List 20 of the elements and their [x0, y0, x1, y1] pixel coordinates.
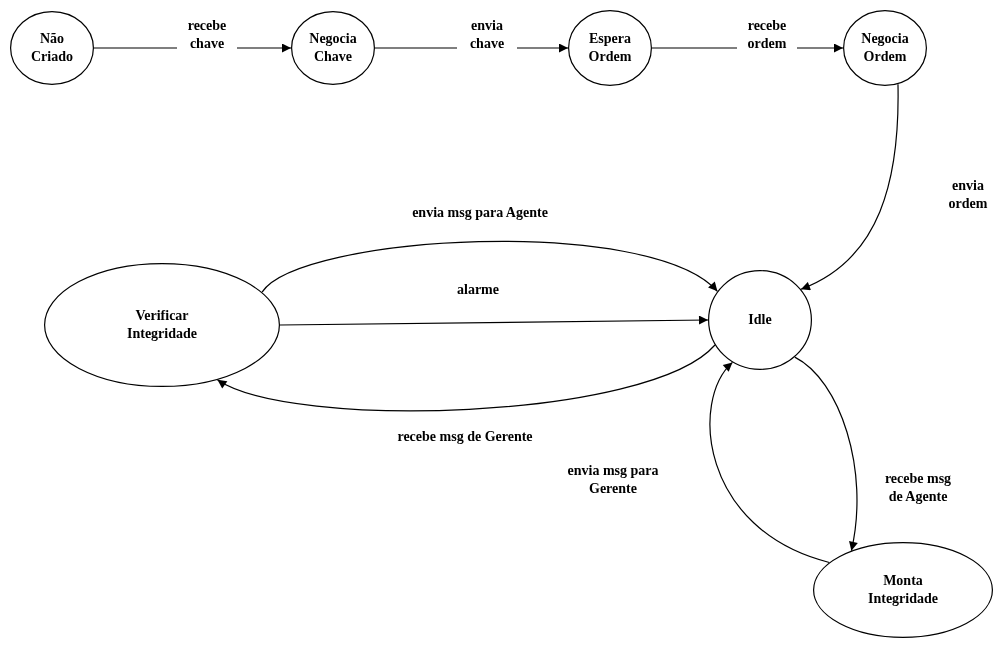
arrow	[279, 315, 709, 326]
state-ellipse	[813, 542, 993, 638]
state-name: Negocia Ordem	[860, 29, 910, 66]
state-name: Negocia Chave	[308, 29, 358, 66]
state-name: Espera Ordem	[587, 29, 633, 66]
state-name: Verificar Integridade	[126, 306, 198, 343]
arrow	[709, 361, 830, 564]
arrow	[794, 356, 858, 552]
state-ellipse	[291, 11, 375, 85]
state-ellipse	[44, 263, 280, 387]
arrow	[261, 241, 718, 293]
state-name: Monta Integridade	[867, 571, 939, 608]
state-name: Idle	[747, 310, 773, 329]
state-ellipse	[708, 270, 812, 370]
state-ellipse	[10, 11, 94, 85]
state-ellipse	[843, 10, 927, 86]
state-ellipse	[568, 10, 652, 86]
state-name: Não Criado	[30, 29, 74, 66]
arrow	[216, 344, 716, 412]
arrow	[800, 83, 899, 290]
